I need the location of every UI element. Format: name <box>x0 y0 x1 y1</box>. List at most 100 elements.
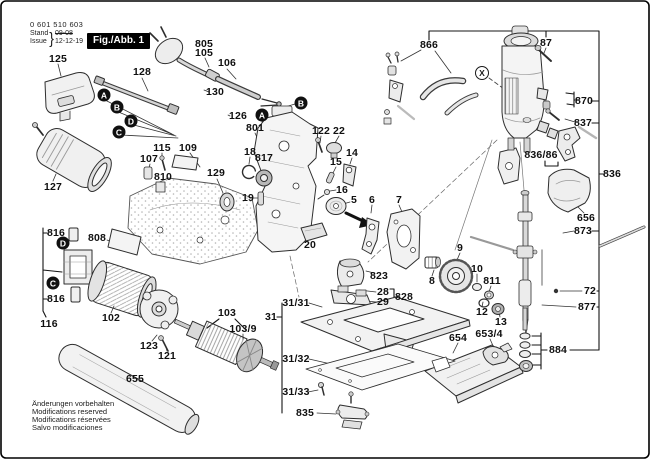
nut-811-drawing <box>484 290 494 300</box>
part-label-817: 817 <box>254 151 274 164</box>
part-label-126: 126 <box>228 109 248 122</box>
wedge-20-drawing <box>300 222 328 242</box>
part-label-835: 835 <box>295 406 315 419</box>
part-label-7: 7 <box>395 193 403 206</box>
lever-14-drawing <box>342 163 357 187</box>
part-label-870: 870 <box>574 94 594 107</box>
stand-value-superseded: 09-08 <box>54 30 73 37</box>
screw-87-drawing <box>534 45 552 62</box>
part-label-127: 127 <box>43 180 63 193</box>
washer-stack-884-drawing <box>519 307 533 372</box>
clips-drawing <box>536 120 559 140</box>
part-label-808: 808 <box>87 231 107 244</box>
plate-808-drawing <box>107 228 142 256</box>
deflector-plate-drawing <box>171 154 199 171</box>
part-label-9: 9 <box>456 241 464 254</box>
part-label-801: 801 <box>245 121 265 134</box>
part-label-29: 29 <box>376 295 390 308</box>
callout-B: B <box>110 100 124 114</box>
glide-835-drawing <box>335 391 370 430</box>
part-label-10: 10 <box>470 262 484 275</box>
part-label-816: 816 <box>46 292 66 305</box>
revision-block: Stand Issue } 09-08 12-12-19 <box>30 28 84 48</box>
part-label-31-31: 31/31 <box>282 296 310 309</box>
revision-brace: } <box>49 28 54 48</box>
part-label-31-33: 31/33 <box>282 385 310 398</box>
part-label-18: 18 <box>243 145 257 158</box>
part-label-12: 12 <box>475 305 489 318</box>
circlip-drawing <box>241 164 257 180</box>
bearing-plate-drawing <box>139 289 179 330</box>
pin-19-drawing <box>257 191 264 206</box>
part-label-866: 866 <box>419 38 439 51</box>
doc-info: 0 601 510 603 Stand Issue } 09-08 12-12-… <box>30 20 84 48</box>
part-label-129: 129 <box>206 166 226 179</box>
part-label-72: 72 <box>583 284 597 297</box>
shaft-rod-drawing <box>469 235 515 252</box>
part-label-6: 6 <box>368 193 376 206</box>
screw-837-drawing <box>545 108 560 121</box>
part-label-811: 811 <box>483 274 501 287</box>
callout-C: C <box>112 125 126 139</box>
switch-rod-drawing <box>93 75 180 115</box>
housing-screw <box>32 122 44 136</box>
part-label-5: 5 <box>350 193 358 206</box>
assembly-axis-lines-2 <box>454 139 525 251</box>
part-label-105: 105 <box>194 46 214 59</box>
part-label-877: 877 <box>577 300 597 313</box>
part-label-103-9: 103/9 <box>229 322 257 335</box>
part-label-116: 116 <box>40 317 58 330</box>
order-number: 0 601 510 603 <box>30 20 84 29</box>
lever-836-86-drawing <box>556 125 598 162</box>
part-label-28: 28 <box>376 285 390 298</box>
part-label-13: 13 <box>494 315 508 328</box>
part-label-837: 837 <box>573 116 593 129</box>
roller-disc-drawing <box>325 197 347 215</box>
stand-label: Stand <box>30 30 49 37</box>
brush-cap-107-drawing <box>143 166 153 180</box>
part-label-654: 654 <box>448 331 468 344</box>
part-label-22: 22 <box>332 124 346 137</box>
clamp-653-4-drawing <box>482 342 513 366</box>
roller-13-drawing <box>491 303 505 315</box>
shoe-arcs-drawing <box>419 77 479 116</box>
screw-115-drawing <box>159 155 166 171</box>
part-label-823: 823 <box>369 269 389 282</box>
insert-plate-31-32-drawing <box>305 343 456 391</box>
issue-label: Issue <box>30 38 47 46</box>
detail-marker-X: X <box>475 66 489 80</box>
screw-31-33-drawing <box>317 381 325 396</box>
part-label-805: 805 <box>194 37 214 50</box>
part-label-115: 115 <box>153 141 171 154</box>
armature-drawing <box>173 318 280 373</box>
brush-holder-866-parts <box>383 51 416 125</box>
handle-cover-drawing <box>44 72 95 122</box>
plug-prongs <box>149 26 167 42</box>
part-label-655: 655 <box>125 372 145 385</box>
motor-unit-drawing <box>501 25 545 153</box>
gear-9-drawing <box>438 258 474 294</box>
part-label-653-4: 653/4 <box>475 327 503 340</box>
part-label-31: 31 <box>264 310 278 323</box>
screw-122-drawing <box>315 137 323 153</box>
part-label-656: 656 <box>576 211 596 224</box>
washer-10-drawing <box>472 283 482 291</box>
motor-housing-drawing <box>36 128 112 192</box>
callout-D: D <box>124 114 138 128</box>
issue-value: 12-12-19 <box>54 38 84 46</box>
part-810-drawing <box>155 181 166 193</box>
footer-line-de: Änderungen vorbehalten <box>32 399 115 408</box>
part-label-125: 125 <box>48 52 68 65</box>
callout-A: A <box>255 108 269 122</box>
footer-line-en: Modifications reserved <box>32 406 108 416</box>
rod-873-drawing <box>598 225 646 248</box>
footer-line-fr: Modifications réservées <box>32 414 111 424</box>
part-label-810: 810 <box>153 170 173 183</box>
part-label-19: 19 <box>241 191 255 204</box>
part-label-836: 836 <box>602 167 622 180</box>
housing-7-drawing <box>386 208 421 270</box>
